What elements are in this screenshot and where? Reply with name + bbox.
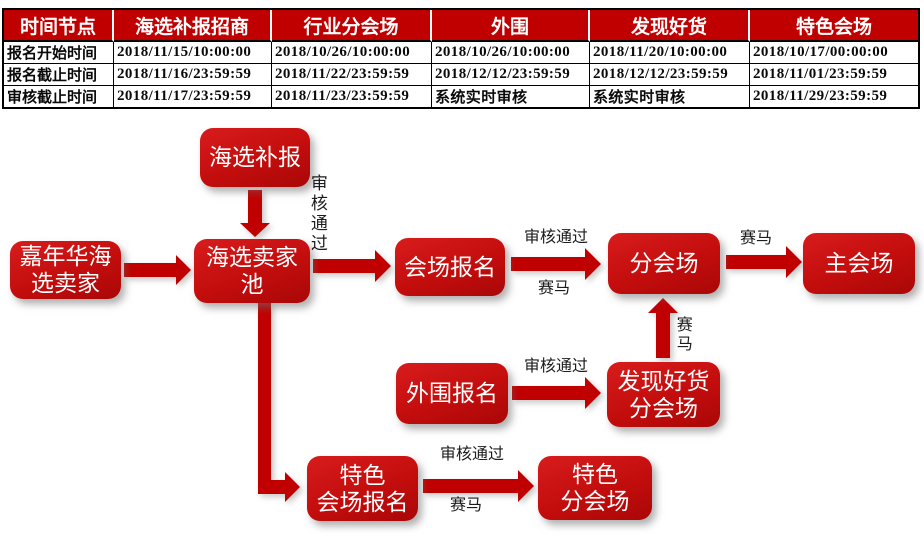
edge-label-pool-approve: 审核通过 [307, 174, 327, 254]
table-cell: 2018/12/12/23:59:59 [590, 64, 750, 86]
flow-box-tese-huichang-baoming: 特色 会场报名 [307, 456, 418, 521]
table-header-cell: 海选补报招商 [114, 10, 272, 42]
flow-box-faxian-haohuo-fenhuichang: 发现好货 分会场 [607, 362, 720, 427]
table-cell: 2018/11/16/23:59:59 [114, 64, 272, 86]
table-row: 审核截止时间 2018/11/17/23:59:59 2018/11/23/23… [4, 86, 918, 107]
table-cell: 2018/11/29/23:59:59 [750, 86, 918, 107]
table-cell: 2018/10/26/10:00:00 [272, 42, 432, 64]
arrow-jianianhua-to-pool-icon [124, 255, 191, 285]
table-header-row: 时间节点 海选补报招商 行业分会场 外围 发现好货 特色会场 [4, 10, 918, 42]
edge-label-venue-approve: 审核通过 [523, 229, 588, 246]
table-header-cell: 发现好货 [590, 10, 750, 42]
table-row: 报名开始时间 2018/11/15/10:00:00 2018/10/26/10… [4, 42, 918, 64]
table-cell: 2018/12/12/23:59:59 [432, 64, 590, 86]
flow-box-fenhuichang: 分会场 [608, 233, 720, 294]
row-label-cell: 审核截止时间 [4, 86, 114, 107]
flow-box-haixuan-maijia-chi: 海选卖家 池 [194, 239, 310, 303]
arrow-bubao-to-pool-icon [240, 190, 270, 237]
table-cell: 2018/11/15/10:00:00 [114, 42, 272, 64]
schedule-table-wrapper: 时间节点 海选补报招商 行业分会场 外围 发现好货 特色会场 报名开始时间 20… [2, 8, 920, 109]
arrow-faxian-to-fenhuichang-icon [648, 298, 678, 358]
edge-label-waiwei-approve: 审核通过 [523, 358, 588, 375]
flow-box-zhuhuichang: 主会场 [803, 233, 915, 294]
arrow-fenhuichang-to-zhuhuichang-icon [726, 246, 802, 278]
arrow-pool-to-tese-icon [258, 303, 300, 502]
table-cell: 2018/11/20/10:00:00 [590, 42, 750, 64]
table-header-cell: 特色会场 [750, 10, 918, 42]
row-label-cell: 报名开始时间 [4, 42, 114, 64]
edge-label-venue-race: 赛马 [537, 280, 570, 297]
table-header-cell: 行业分会场 [272, 10, 432, 42]
flow-box-huichang-baoming: 会场报名 [395, 238, 505, 296]
table-cell: 系统实时审核 [590, 86, 750, 107]
edge-label-tese-approve: 审核通过 [439, 446, 504, 463]
arrow-huichang-to-fenhuichang-icon [511, 248, 601, 280]
table-header-cell: 时间节点 [4, 10, 114, 42]
table-cell: 2018/11/17/23:59:59 [114, 86, 272, 107]
table-cell: 2018/10/26/10:00:00 [432, 42, 590, 64]
schedule-table: 时间节点 海选补报招商 行业分会场 外围 发现好货 特色会场 报名开始时间 20… [4, 10, 918, 107]
arrow-tese-to-tesefen-icon [423, 470, 534, 502]
arrow-pool-to-huichang-icon [313, 250, 391, 282]
arrow-waiwei-to-faxian-icon [512, 377, 601, 409]
row-label-cell: 报名截止时间 [4, 64, 114, 86]
flow-box-jianianhua-haixuan-maijia: 嘉年华海 选卖家 [10, 241, 121, 299]
edge-label-faxian-race: 赛马 [673, 316, 691, 354]
table-cell: 2018/11/22/23:59:59 [272, 64, 432, 86]
table-header-cell: 外围 [432, 10, 590, 42]
edge-label-fen-to-main-race: 赛马 [739, 230, 772, 247]
edge-label-tese-race: 赛马 [449, 497, 482, 514]
table-row: 报名截止时间 2018/11/16/23:59:59 2018/11/22/23… [4, 64, 918, 86]
flow-box-waiwei-baoming: 外围报名 [396, 363, 508, 424]
table-cell: 2018/11/23/23:59:59 [272, 86, 432, 107]
flow-box-tese-fenhuichang: 特色 分会场 [538, 456, 652, 520]
table-cell: 2018/11/01/23:59:59 [750, 64, 918, 86]
flow-box-haixuan-bubao: 海选补报 [200, 128, 310, 187]
table-cell: 2018/10/17/00:00:00 [750, 42, 918, 64]
table-cell: 系统实时审核 [432, 86, 590, 107]
